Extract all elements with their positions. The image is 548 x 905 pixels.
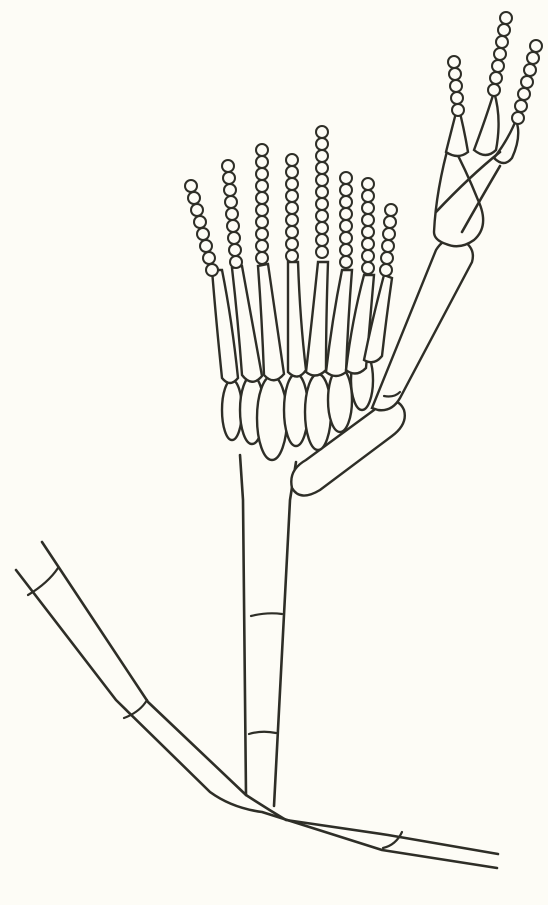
conidium: [316, 246, 328, 258]
conidium: [225, 196, 237, 208]
conidium: [452, 104, 464, 116]
conidium: [222, 160, 234, 172]
conidium: [518, 88, 530, 100]
conidium: [228, 232, 240, 244]
conidium: [206, 264, 218, 276]
conidium: [286, 250, 298, 262]
conidium: [256, 228, 268, 240]
conidium: [362, 238, 374, 250]
conidium: [223, 172, 235, 184]
hypha-septum-1: [28, 568, 58, 595]
conidium: [256, 192, 268, 204]
conidium: [340, 184, 352, 196]
conidium: [380, 264, 392, 276]
conidium: [230, 256, 242, 268]
conidium: [227, 220, 239, 232]
conidium: [500, 12, 512, 24]
conidium: [383, 228, 395, 240]
conidium: [530, 40, 542, 52]
conidium: [385, 204, 397, 216]
conidium: [340, 196, 352, 208]
stipe-septum-1: [251, 613, 282, 616]
conidium: [362, 226, 374, 238]
conidium: [286, 166, 298, 178]
conidium: [340, 208, 352, 220]
upper-penicillus: [434, 92, 518, 246]
conidium: [256, 180, 268, 192]
conidium: [362, 190, 374, 202]
conidium: [256, 156, 268, 168]
stipe: [240, 455, 296, 806]
conidium: [286, 238, 298, 250]
conidium: [203, 252, 215, 264]
conidium: [340, 172, 352, 184]
conidium: [226, 208, 238, 220]
conidium: [256, 252, 268, 264]
conidium: [524, 64, 536, 76]
conidium: [256, 204, 268, 216]
conidium: [286, 214, 298, 226]
conidium: [512, 112, 524, 124]
conidium: [256, 240, 268, 252]
conidium: [362, 202, 374, 214]
conidium: [362, 250, 374, 262]
conidium: [191, 204, 203, 216]
conidium: [340, 232, 352, 244]
conidium: [316, 138, 328, 150]
conidium: [496, 36, 508, 48]
conidium: [527, 52, 539, 64]
conidium: [229, 244, 241, 256]
conidium: [382, 240, 394, 252]
conidium: [200, 240, 212, 252]
conidium: [362, 262, 374, 274]
conidium: [384, 216, 396, 228]
conidium: [316, 234, 328, 246]
conidium: [286, 178, 298, 190]
conidium: [194, 216, 206, 228]
upper-phialide-2: [474, 92, 499, 155]
conidium: [316, 222, 328, 234]
conidium: [316, 198, 328, 210]
conidium: [515, 100, 527, 112]
conidium: [316, 126, 328, 138]
conidium: [256, 168, 268, 180]
conidium: [256, 216, 268, 228]
conidium: [362, 178, 374, 190]
conidium: [340, 256, 352, 268]
conidium: [494, 48, 506, 60]
conidium: [316, 186, 328, 198]
conidium: [286, 226, 298, 238]
conidium: [188, 192, 200, 204]
conidium: [498, 24, 510, 36]
conidium: [340, 220, 352, 232]
conidium: [340, 244, 352, 256]
conidium: [286, 202, 298, 214]
conidium: [362, 214, 374, 226]
phialides: [212, 262, 392, 383]
conidium: [286, 154, 298, 166]
conidium: [256, 144, 268, 156]
conidium: [316, 150, 328, 162]
conidium: [450, 80, 462, 92]
conidium: [185, 180, 197, 192]
conidium: [449, 68, 461, 80]
conidium: [451, 92, 463, 104]
conidium: [286, 190, 298, 202]
conidium: [224, 184, 236, 196]
conidium: [316, 162, 328, 174]
conidium: [197, 228, 209, 240]
hypha-septum-2: [124, 700, 147, 718]
conidium: [381, 252, 393, 264]
conidium: [488, 84, 500, 96]
stipe-septum-2: [249, 732, 276, 734]
conidium: [492, 60, 504, 72]
conidium: [316, 174, 328, 186]
conidium: [448, 56, 460, 68]
conidium: [521, 76, 533, 88]
conidium: [316, 210, 328, 222]
main-hypha: [16, 542, 498, 868]
conidium: [490, 72, 502, 84]
